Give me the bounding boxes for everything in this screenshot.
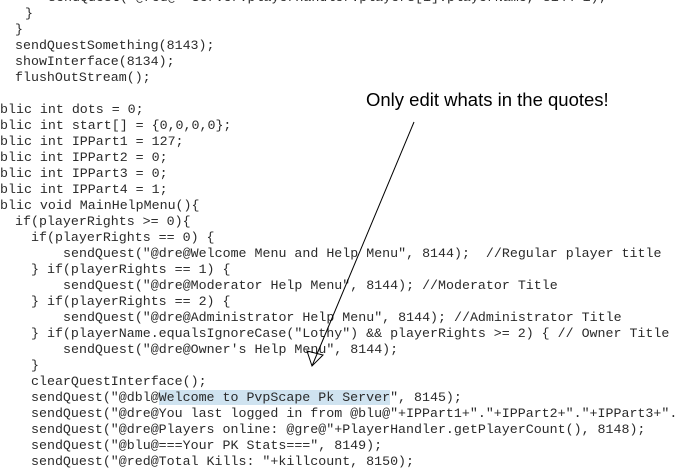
code-line: blic int start[] = {0,0,0,0};: [0, 118, 232, 133]
code-line: clearQuestInterface();: [31, 374, 207, 389]
code-line: sendQuest("@dre@Moderator Help Menu", 81…: [63, 278, 558, 293]
code-line: blic int IPPart2 = 0;: [0, 150, 168, 165]
code-line: flushOutStream();: [15, 70, 151, 85]
code-line: }: [31, 358, 39, 373]
code-line: sendQuest("@dre@Owner's Help Menu", 8144…: [63, 342, 399, 357]
code-line: sendQuestSomething(8143);: [15, 38, 215, 53]
code-line: blic int IPPart4 = 1;: [0, 182, 168, 197]
code-line: blic int IPPart1 = 127;: [0, 134, 184, 149]
code-line: if(playerRights == 0) {: [31, 230, 215, 245]
code-line: }: [15, 22, 23, 37]
code-line: sendQuest("@dre@You last logged in from …: [31, 406, 675, 421]
code-line: sendQuest("@red@"+Server.playerHandler.p…: [0, 0, 675, 6]
code-line: sendQuest("@blu@===Your PK Stats===", 81…: [31, 438, 383, 453]
selected-text[interactable]: Welcome to PvpScape Pk Server: [158, 390, 391, 405]
code-line: blic void MainHelpMenu(){: [0, 198, 200, 213]
code-line: } if(playerRights == 2) {: [31, 294, 231, 309]
code-line: sendQuest("@dre@Welcome Menu and Help Me…: [63, 246, 662, 261]
code-line: showInterface(8134);: [15, 54, 175, 69]
code-line: sendQuest("@dbl@Welcome to PvpScape Pk S…: [31, 390, 462, 405]
code-line: blic int dots = 0;: [0, 102, 144, 117]
code-line: sendQuest("@dre@Players online: @gre@"+P…: [31, 422, 646, 437]
code-line: } if(playerRights == 1) {: [31, 262, 231, 277]
code-line: sendQuest("@dre@Administrator Help Menu"…: [63, 310, 622, 325]
code-line: blic int IPPart3 = 0;: [0, 166, 168, 181]
code-line: } if(playerName.equalsIgnoreCase("Lothy"…: [31, 326, 670, 341]
annotation-text: Only edit whats in the quotes!: [366, 89, 609, 110]
code-line: if(playerRights >= 0){: [15, 214, 191, 229]
code-line: }: [25, 6, 33, 21]
arrow-head-icon: [306, 350, 324, 367]
